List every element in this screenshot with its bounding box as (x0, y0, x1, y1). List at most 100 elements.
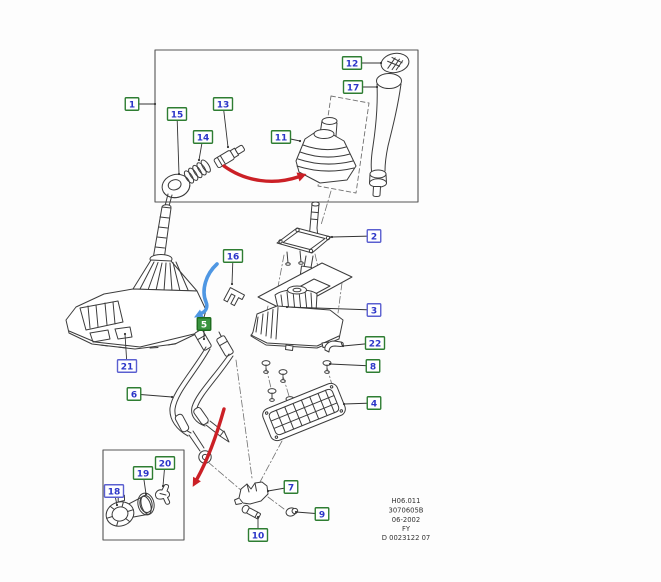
leader-endpoint (330, 235, 334, 239)
drawing-date: 06-2002 (392, 516, 420, 524)
callout-box (364, 336, 386, 350)
callout-box (166, 107, 188, 121)
callout-number: 10 (252, 531, 265, 541)
stud (267, 388, 277, 402)
callout-7[interactable]: 7 (266, 480, 299, 494)
part-22-clip (324, 340, 344, 353)
leader-endpoint (298, 139, 302, 143)
callout-box (126, 387, 142, 401)
drawing-code: FY (402, 525, 411, 533)
leader-endpoint (230, 282, 234, 286)
callout-box (366, 229, 382, 243)
drawing-info-block: H06.011 3070605B 06-2002 FY D 0023122 07 (382, 497, 430, 542)
callout-number: 21 (121, 362, 134, 372)
leader-endpoint (115, 503, 119, 507)
callout-18[interactable]: 18 (103, 484, 125, 507)
callout-20[interactable]: 20 (154, 456, 176, 488)
part-7-bracket (234, 481, 269, 505)
leader-endpoint (285, 305, 289, 309)
callout-13[interactable]: 13 (212, 97, 234, 149)
callout-4[interactable]: 4 (342, 396, 382, 410)
callout-number: 7 (288, 483, 294, 493)
diagram-artwork (65, 49, 419, 541)
callout-number: 5 (201, 320, 207, 330)
callout-box (366, 303, 382, 317)
leader-endpoint (197, 158, 201, 162)
callout-number: 14 (197, 133, 210, 143)
callout-number: 12 (346, 59, 359, 69)
callout-number: 18 (108, 487, 121, 497)
callout-box (314, 507, 330, 521)
callout-number: 1 (129, 100, 135, 110)
callout-17[interactable]: 17 (342, 80, 379, 94)
mounting-studs (261, 360, 335, 410)
part-13-pin (213, 144, 245, 169)
red-arrow-bottom (192, 407, 226, 487)
leader-endpoint (256, 515, 260, 519)
callout-5[interactable]: 5 (196, 317, 212, 341)
part-20-clip (155, 484, 171, 505)
callout-number: 11 (275, 133, 288, 143)
callout-3[interactable]: 3 (285, 303, 382, 317)
callout-number: 3 (371, 306, 377, 316)
part-21-shifter-assembly (65, 193, 207, 350)
callout-number: 15 (171, 110, 184, 120)
callout-number: 17 (347, 83, 360, 93)
part-3-housing (250, 285, 344, 351)
part-15-grommet (161, 173, 191, 199)
callout-number: 8 (370, 362, 376, 372)
part-2-frame (276, 227, 332, 266)
part-16-clip (223, 287, 245, 307)
callout-12[interactable]: 12 (341, 56, 383, 70)
blue-arrow (194, 262, 219, 318)
callout-box (366, 396, 382, 410)
leader-endpoint (379, 61, 383, 65)
callout-15[interactable]: 15 (166, 107, 188, 176)
leader-endpoint (161, 484, 165, 488)
callout-8[interactable]: 8 (328, 359, 381, 373)
stud (278, 369, 288, 383)
callout-box (103, 484, 125, 498)
part-12-knob-emblem (380, 52, 410, 74)
callout-box (212, 97, 234, 111)
part-10-bolt (241, 504, 261, 520)
callout-box (283, 480, 299, 494)
callout-number: 22 (369, 339, 382, 349)
callout-box (196, 317, 212, 331)
leader-endpoint (202, 337, 206, 341)
callout-19[interactable]: 19 (132, 466, 154, 496)
callout-box (222, 249, 244, 263)
callout-21[interactable]: 21 (116, 332, 138, 373)
leader-endpoint (342, 402, 346, 406)
callout-box (365, 359, 381, 373)
top-detail-box (154, 49, 419, 203)
leader-endpoint (123, 332, 127, 336)
callout-box (154, 456, 176, 470)
leader-line (286, 306, 375, 311)
callout-6[interactable]: 6 (126, 387, 174, 401)
callout-number: 2 (371, 232, 377, 242)
callout-box (132, 466, 154, 480)
callout-9[interactable]: 9 (294, 507, 330, 521)
drawing-sheet-number: H06.011 (392, 497, 421, 505)
callout-10[interactable]: 10 (247, 515, 269, 542)
callout-11[interactable]: 11 (270, 130, 302, 144)
part-14-spring (183, 159, 211, 184)
callout-22[interactable]: 22 (341, 336, 386, 350)
callout-16[interactable]: 16 (222, 249, 244, 286)
callout-box (247, 528, 269, 542)
callout-14[interactable]: 14 (192, 130, 214, 162)
callout-box (192, 130, 214, 144)
leader-endpoint (226, 145, 230, 149)
leader-endpoint (266, 489, 270, 493)
part-19-ring (137, 492, 155, 516)
leader-endpoint (328, 362, 332, 366)
leader-line (176, 113, 180, 175)
callout-number: 4 (371, 399, 377, 409)
callout-2[interactable]: 2 (330, 229, 382, 243)
part-4-plate (262, 382, 346, 442)
leader-endpoint (153, 102, 157, 106)
leader-endpoint (294, 510, 298, 514)
callout-1[interactable]: 1 (124, 97, 157, 111)
